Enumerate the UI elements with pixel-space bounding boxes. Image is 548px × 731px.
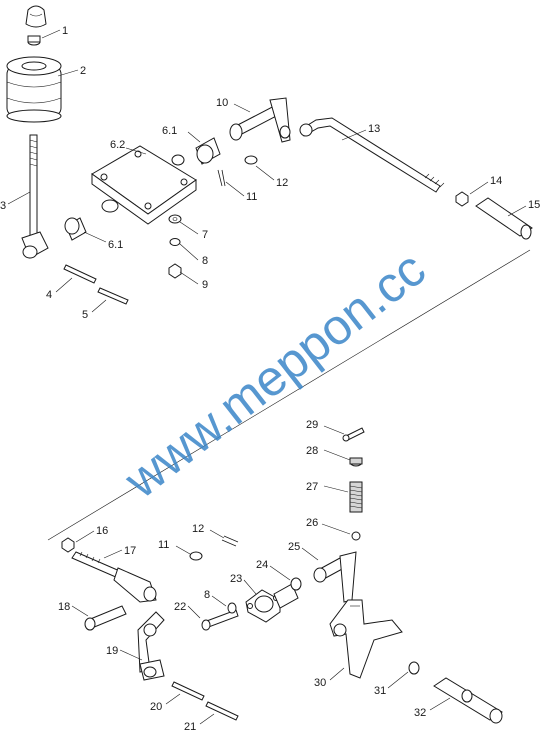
pin-part-4 xyxy=(63,264,97,284)
washer-part-31 xyxy=(408,661,420,675)
label-32: 32 xyxy=(414,707,426,719)
bushing-part-6-1-lower xyxy=(64,217,87,241)
nut-part-16 xyxy=(61,537,75,553)
cotter-pin-part-11-upper xyxy=(217,169,226,187)
lever-shaft-part xyxy=(21,134,49,259)
label-4: 4 xyxy=(46,289,52,301)
label-29: 29 xyxy=(306,419,318,431)
knob-part xyxy=(25,5,47,28)
label-31: 31 xyxy=(374,685,386,697)
label-26: 26 xyxy=(306,517,318,529)
shift-shaft-part xyxy=(433,677,503,724)
pin-part-5 xyxy=(97,287,129,305)
bushing-part-6-1-upper xyxy=(195,137,221,165)
label-8-upper: 8 xyxy=(202,255,208,267)
pin-part-21 xyxy=(205,701,239,721)
label-30: 30 xyxy=(314,677,326,689)
pin-part-20 xyxy=(171,681,205,701)
shift-fork-part xyxy=(329,599,403,679)
label-6-1-upper: 6.1 xyxy=(162,125,177,137)
label-17: 17 xyxy=(124,545,136,557)
label-15: 15 xyxy=(528,199,540,211)
flange-bearing-part xyxy=(245,583,299,623)
label-1: 1 xyxy=(62,25,68,37)
label-24: 24 xyxy=(256,559,268,571)
label-9: 9 xyxy=(202,279,208,291)
label-18: 18 xyxy=(58,601,70,613)
nut-part-1 xyxy=(27,35,41,46)
watermark-text: www.meppon.cc xyxy=(114,240,436,509)
label-27: 27 xyxy=(306,481,318,493)
washer-part-7 xyxy=(168,214,182,224)
label-6-1-lower: 6.1 xyxy=(108,239,123,251)
bellows-part xyxy=(6,56,62,123)
bolt-part-22 xyxy=(201,609,239,631)
plug-part-28 xyxy=(349,457,363,467)
label-11-lower: 11 xyxy=(158,539,169,551)
ball-part-26 xyxy=(351,531,361,541)
rod-end-part xyxy=(71,551,157,603)
nut-part-9 xyxy=(168,263,182,279)
leader-lines xyxy=(7,29,527,725)
base-plate-part xyxy=(91,145,197,225)
label-21: 21 xyxy=(184,721,196,731)
selector-lever-part xyxy=(229,97,291,143)
label-8-lower: 8 xyxy=(204,589,210,601)
label-22: 22 xyxy=(174,601,186,613)
label-11-upper: 11 xyxy=(246,191,257,203)
spring-part-27 xyxy=(349,481,363,513)
label-12-lower: 12 xyxy=(192,523,204,535)
lock-washer-part-8-lower xyxy=(227,602,237,614)
washer-part-12-lower xyxy=(189,551,203,561)
washer-part-12-upper xyxy=(244,155,258,165)
label-28: 28 xyxy=(306,445,318,457)
label-2: 2 xyxy=(80,65,86,77)
label-12-upper: 12 xyxy=(276,177,288,189)
linkage-line xyxy=(47,249,531,541)
label-6-2: 6.2 xyxy=(110,139,125,151)
linkage-rod-part xyxy=(299,117,445,193)
nut-part-14 xyxy=(455,191,469,207)
label-25: 25 xyxy=(288,541,300,553)
rod-sleeve-part xyxy=(475,197,533,240)
pin-part-18 xyxy=(84,605,127,631)
label-3: 3 xyxy=(0,200,6,212)
screw-part-29 xyxy=(342,427,365,442)
label-19: 19 xyxy=(106,645,118,657)
label-5: 5 xyxy=(82,309,88,321)
part-labels: 1 2 3 4 5 6.1 6.1 6.2 7 8 9 10 11 12 13 … xyxy=(0,25,540,731)
lock-washer-part-8 xyxy=(169,238,181,246)
lever-bracket-part xyxy=(137,611,165,681)
label-23: 23 xyxy=(230,573,242,585)
shift-arm-part xyxy=(313,551,357,603)
washer-part-24 xyxy=(290,577,302,591)
label-13: 13 xyxy=(368,123,380,135)
cotter-pin-part-11-lower xyxy=(221,535,239,547)
label-7: 7 xyxy=(202,229,208,241)
label-10: 10 xyxy=(216,97,228,109)
label-16: 16 xyxy=(96,525,108,537)
label-14: 14 xyxy=(490,175,502,187)
label-20: 20 xyxy=(150,701,162,713)
